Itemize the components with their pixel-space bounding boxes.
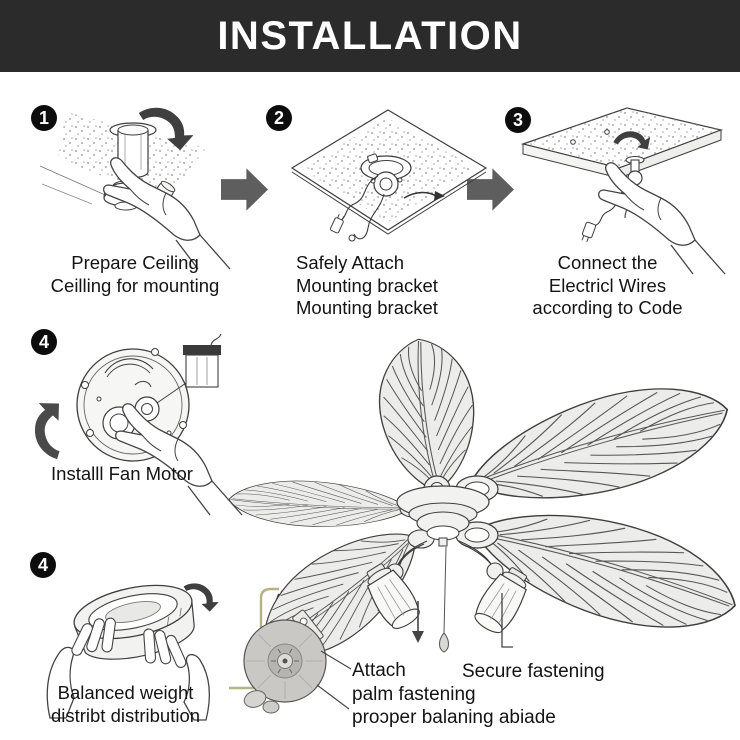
step4-fan-motor-illustration <box>25 333 243 516</box>
step2-number-badge: 2 <box>266 105 292 131</box>
attach-leader-line <box>316 684 350 710</box>
light-shade <box>366 563 420 629</box>
step2-bracket-illustration <box>290 109 488 242</box>
hanging-wire <box>353 193 385 240</box>
page-title: INSTALLATION <box>217 13 523 58</box>
step3-wiring-illustration <box>520 107 726 275</box>
step2-caption: Safely Attach Mounting bracket Mounting … <box>296 252 438 319</box>
hand <box>46 617 116 719</box>
balancing-module <box>243 609 352 714</box>
secure-label: Secure fastening <box>462 661 605 682</box>
step4-number-badge: 4 <box>31 329 57 355</box>
step1-number-badge: 1 <box>31 105 57 131</box>
wire-plug <box>581 221 597 243</box>
wire-connector <box>329 214 345 234</box>
hand <box>143 628 211 721</box>
step5-caption: Balanced weight distribt distribution <box>50 682 201 726</box>
pull-chain-teardrop <box>439 632 449 653</box>
pull-chain <box>443 546 447 634</box>
receiver-box <box>183 333 222 388</box>
fan-blade <box>228 477 410 531</box>
step4-caption: Installl Fan Motor <box>51 463 193 484</box>
small-arrow-icon <box>403 191 437 199</box>
rotate-arrow-icon <box>25 397 76 464</box>
attach-label: Attach palm fastening proɔper balaning a… <box>352 660 556 729</box>
step5-number-badge: 4 <box>30 552 56 578</box>
step1-ceiling-prep-illustration <box>39 100 231 270</box>
step3-number-badge: 3 <box>505 107 531 133</box>
fan-blade <box>372 334 483 497</box>
attach-leader-line <box>320 650 352 670</box>
ceiling-fan-illustration <box>215 295 740 714</box>
secure-leader-line <box>501 593 513 648</box>
header-bar: INSTALLATION <box>0 0 740 72</box>
step1-caption: Prepare Ceiling Ceilling for mounting <box>50 252 220 296</box>
light-shade <box>474 567 527 634</box>
step3-caption: Connect the Electricl Wires according to… <box>532 252 683 319</box>
step5-balance-illustration <box>46 578 223 721</box>
down-arrow-icon <box>412 601 424 643</box>
fan-blade <box>458 365 739 527</box>
